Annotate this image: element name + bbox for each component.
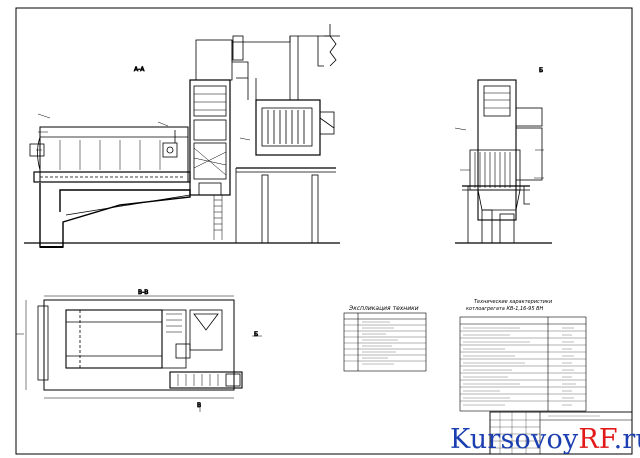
arrow-label-v: В	[197, 402, 201, 409]
view-label-main: А-А	[134, 66, 145, 73]
title-block	[489, 411, 633, 455]
side-view: Б	[454, 67, 552, 244]
specs-table-subtitle: котлоагрегата КВ-1,16-95 ВН	[466, 306, 544, 312]
specs-table	[459, 316, 587, 412]
watermark-logo: KursovoyRF.ru	[450, 424, 640, 455]
equipment-table-title: Экспликация техники	[348, 305, 419, 312]
arrow-label-b: Б	[254, 331, 258, 338]
equipment-table	[343, 312, 427, 372]
main-elevation-view: А-А	[24, 24, 340, 248]
sheet-frame	[15, 7, 633, 455]
plan-view: В-В Б В	[16, 289, 262, 412]
view-label-plan: В-В	[138, 289, 148, 296]
view-label-side: Б	[539, 67, 543, 74]
specs-table-title: Технические характеристики	[474, 299, 553, 305]
